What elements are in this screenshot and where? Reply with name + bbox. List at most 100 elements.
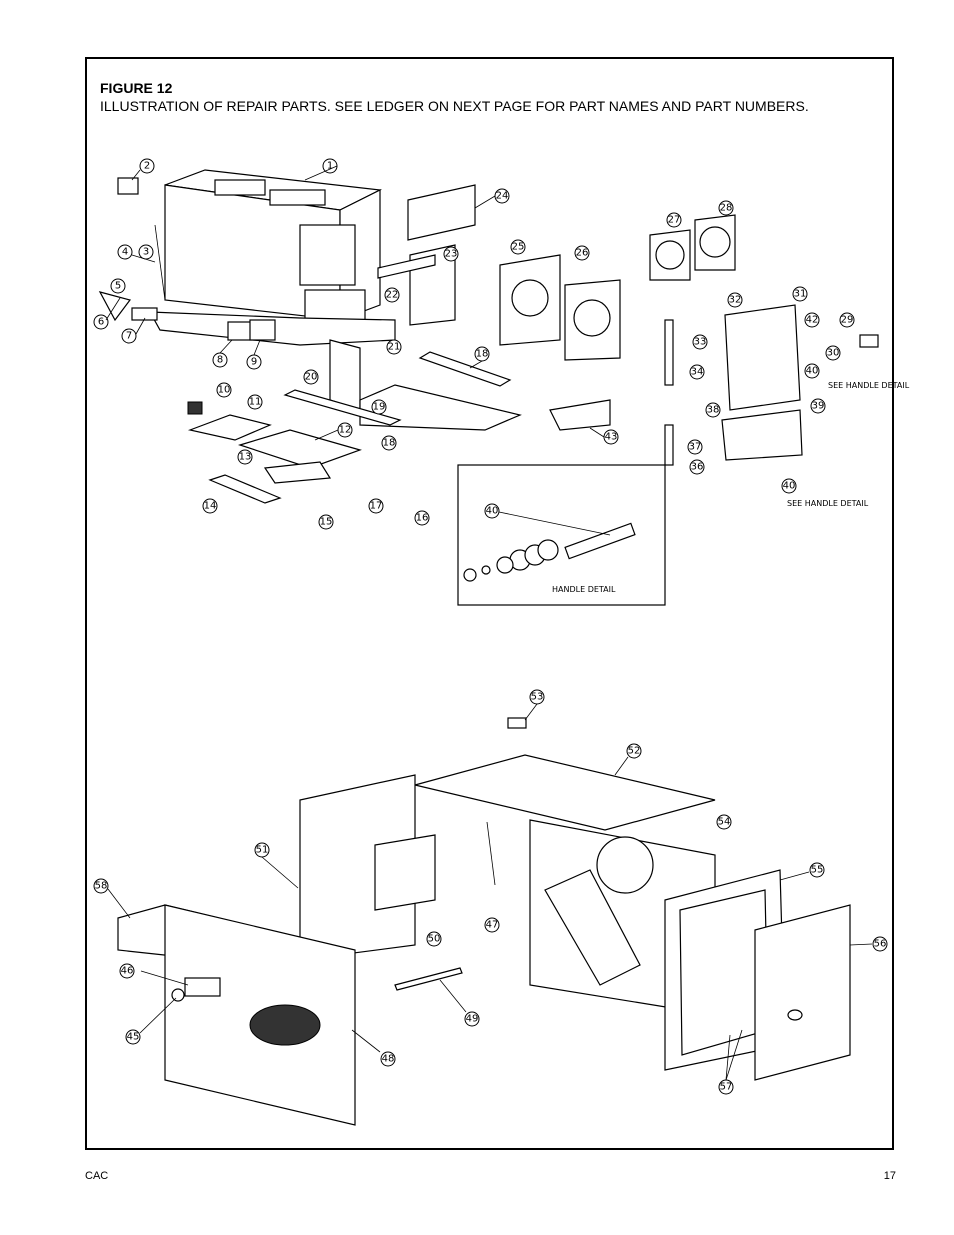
top-grille-52 (414, 754, 716, 831)
callout-13: 13 (237, 449, 253, 465)
svg-text:24: 24 (496, 191, 509, 202)
callout-57: 57 (718, 1079, 734, 1095)
see-handle-detail-2: SEE HANDLE DETAIL (787, 499, 869, 508)
callout-5: 5 (110, 278, 126, 294)
door-32 (724, 304, 801, 411)
svg-text:30: 30 (827, 348, 840, 359)
svg-text:51: 51 (256, 845, 269, 856)
figure-caption: ILLUSTRATION OF REPAIR PARTS. SEE LEDGER… (100, 98, 809, 114)
svg-text:22: 22 (386, 290, 399, 301)
svg-text:42: 42 (806, 315, 819, 326)
svg-text:18: 18 (383, 438, 396, 449)
callout-12: 12 (337, 422, 353, 438)
callout-24: 24 (494, 188, 510, 204)
callout-49: 49 (464, 1011, 480, 1027)
cabinet-part (148, 169, 396, 346)
svg-text:36: 36 (691, 462, 704, 473)
svg-text:25: 25 (512, 242, 525, 253)
svg-text:6: 6 (98, 317, 104, 328)
svg-text:40: 40 (486, 506, 499, 517)
bracket-part (117, 177, 139, 195)
callout-50: 50 (426, 931, 442, 947)
svg-text:26: 26 (576, 248, 589, 259)
callout-27: 27 (666, 212, 682, 228)
svg-text:40: 40 (806, 366, 819, 377)
side-panel-51 (299, 774, 416, 961)
callout-2: 2 (139, 158, 155, 174)
callout-21: 21 (386, 339, 402, 355)
callout-29: 29 (839, 312, 855, 328)
svg-text:31: 31 (794, 289, 807, 300)
svg-text:53: 53 (531, 692, 544, 703)
callout-55: 55 (809, 862, 825, 878)
svg-text:43: 43 (605, 432, 618, 443)
svg-text:27: 27 (668, 215, 681, 226)
callout-16: 16 (414, 510, 430, 526)
callout-40c: 40 (484, 503, 500, 519)
svg-text:55: 55 (811, 865, 824, 876)
callout-6: 6 (93, 314, 109, 330)
svg-text:9: 9 (251, 357, 257, 368)
footer-left: CAC (85, 1170, 109, 1182)
callout-54: 54 (716, 814, 732, 830)
svg-text:56: 56 (874, 939, 887, 950)
figure-frame (85, 57, 894, 1150)
svg-text:33: 33 (694, 337, 707, 348)
callout-40b: 40 (781, 478, 797, 494)
callout-8: 8 (212, 352, 228, 368)
svg-text:4: 4 (122, 247, 128, 258)
footer-page-number: 17 (883, 1170, 896, 1182)
callout-15: 15 (318, 514, 334, 530)
svg-text:52: 52 (628, 746, 641, 757)
figure-title: FIGURE 12 (100, 80, 173, 96)
callout-31: 31 (792, 286, 808, 302)
front-door-56 (754, 904, 851, 1081)
door-39 (721, 409, 803, 461)
callout-4: 4 (117, 244, 133, 260)
callout-51: 51 (254, 842, 270, 858)
svg-text:48: 48 (382, 1054, 395, 1065)
callout-18a: 18 (474, 346, 490, 362)
callout-22: 22 (384, 287, 400, 303)
callout-47: 47 (484, 917, 500, 933)
callout-numbers: 1 2 3 4 5 6 7 8 9 10 11 12 13 14 15 16 1… (93, 158, 888, 1095)
callout-23: 23 (443, 246, 459, 262)
callout-48: 48 (380, 1051, 396, 1067)
callout-19: 19 (371, 399, 387, 415)
svg-text:32: 32 (729, 295, 742, 306)
svg-text:16: 16 (416, 513, 429, 524)
svg-text:3: 3 (143, 247, 149, 258)
callout-10: 10 (216, 382, 232, 398)
callout-30: 30 (825, 345, 841, 361)
svg-text:46: 46 (121, 966, 134, 977)
callout-56: 56 (872, 936, 888, 952)
svg-text:54: 54 (718, 817, 731, 828)
callout-52: 52 (626, 743, 642, 759)
svg-text:23: 23 (445, 249, 458, 260)
svg-text:11: 11 (249, 397, 262, 408)
svg-text:2: 2 (144, 161, 150, 172)
control-bracket-50 (374, 834, 436, 911)
grate-part (187, 414, 272, 441)
callout-36: 36 (689, 459, 705, 475)
callout-20: 20 (303, 369, 319, 385)
callout-58: 58 (93, 878, 109, 894)
svg-text:45: 45 (127, 1032, 140, 1043)
svg-text:47: 47 (486, 920, 499, 931)
callout-25: 25 (510, 239, 526, 255)
callout-7: 7 (121, 328, 137, 344)
svg-text:10: 10 (218, 385, 231, 396)
svg-text:8: 8 (217, 355, 223, 366)
svg-text:13: 13 (239, 452, 252, 463)
callout-43: 43 (603, 429, 619, 445)
insulation-panel (329, 339, 361, 411)
svg-text:37: 37 (689, 442, 702, 453)
callout-28: 28 (718, 200, 734, 216)
svg-text:5: 5 (115, 281, 121, 292)
callout-11: 11 (247, 394, 263, 410)
svg-text:21: 21 (388, 342, 401, 353)
svg-text:20: 20 (305, 372, 318, 383)
svg-text:7: 7 (126, 331, 132, 342)
svg-text:28: 28 (720, 203, 733, 214)
callout-9: 9 (246, 354, 262, 370)
